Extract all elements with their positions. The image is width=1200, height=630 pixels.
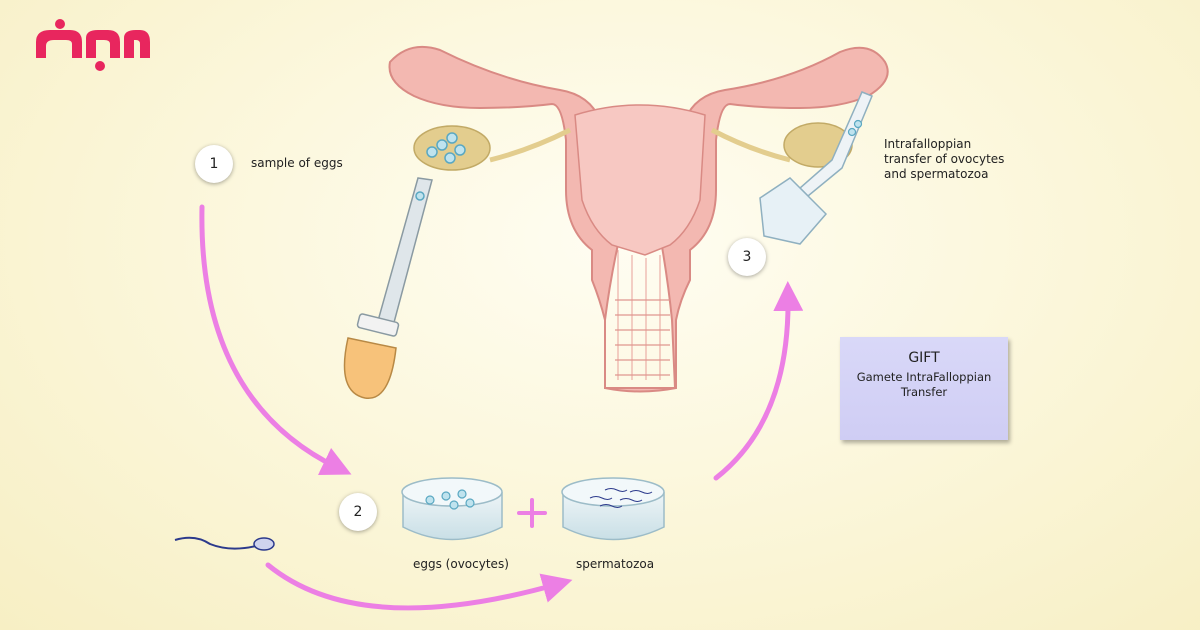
transfer-catheter <box>759 91 873 245</box>
arrow-sperm-to-dish <box>265 562 573 611</box>
eggs-in-ovary <box>426 132 466 164</box>
sperm-dish-label: spermatozoa <box>576 557 655 571</box>
step-3-label: Intrafalloppian transfer of ovocytes and… <box>884 137 1005 181</box>
spermatozoon-icon <box>174 536 275 551</box>
uterus-illustration <box>388 46 889 393</box>
gift-info-box: GIFT Gamete IntraFalloppian Transfer <box>840 337 1008 440</box>
arrow-step2-to-step3 <box>713 281 804 481</box>
step-3-marker: 3 <box>728 238 766 276</box>
gift-title: GIFT <box>908 350 940 366</box>
flow-arrows <box>199 204 804 611</box>
brand-logo <box>36 19 150 71</box>
step-2-marker: 2 <box>339 493 377 531</box>
eggs-dish <box>401 477 503 541</box>
step-1-marker: 1 <box>195 145 233 183</box>
step-1-label: sample of eggs <box>251 156 343 170</box>
aspiration-needle <box>343 177 433 399</box>
eggs-dish-label: eggs (ovocytes) <box>413 557 509 571</box>
sperm-dish <box>561 477 665 541</box>
plus-sign <box>517 498 547 528</box>
left-ovary <box>413 125 491 171</box>
gift-subtitle: Gamete IntraFalloppian Transfer <box>856 370 992 399</box>
arrow-step1-to-step2 <box>199 204 352 475</box>
